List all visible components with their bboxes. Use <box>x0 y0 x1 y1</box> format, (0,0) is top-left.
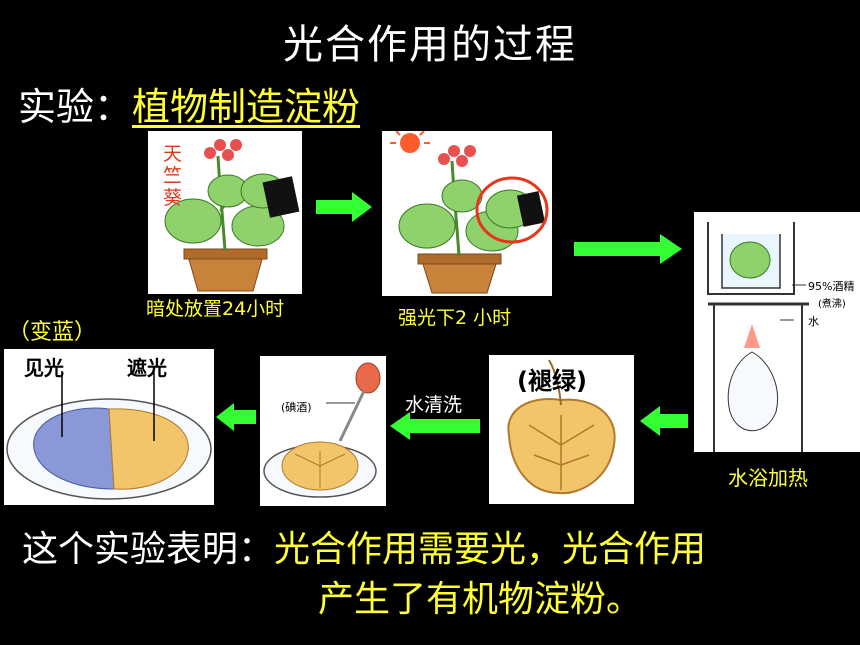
plant-name-label: 天 竺 葵 <box>163 143 182 209</box>
arrow-right-long-icon <box>574 234 682 264</box>
iodine-label: (碘酒) <box>281 401 312 414</box>
step1-caption: 暗处放置24小时 <box>146 298 285 320</box>
arrow-left-short-icon <box>216 403 256 431</box>
iodine-dropper-illustration <box>263 362 381 498</box>
panel-iodine-drop <box>260 356 386 506</box>
arrow-left-long-icon <box>390 412 480 440</box>
alcohol-label: 95%酒精 <box>808 280 855 293</box>
conclusion-text-2: 产生了有机物淀粉。 <box>318 579 643 620</box>
experiment-heading: 实验：植物制造淀粉 <box>18 76 360 131</box>
step2-caption: 强光下2 小时 <box>398 307 512 329</box>
panel-decolorized-leaf <box>489 355 634 504</box>
boil-label: (煮沸) <box>818 299 846 310</box>
panel-iodine-result <box>4 349 214 505</box>
decolorized-leaf-illustration <box>507 359 616 495</box>
conclusion-text-1: 光合作用需要光，光合作用 <box>274 529 707 570</box>
plant-label-char-2: 竺 <box>163 165 183 187</box>
shade-label: 遮光 <box>127 356 167 380</box>
panel-plant-dark <box>148 131 302 294</box>
panel-water-bath <box>694 212 860 452</box>
conclusion-prefix: 这个实验表明： <box>22 529 275 570</box>
conclusion-line-2: 产生了有机物淀粉。 <box>318 576 642 624</box>
step3-caption: 水浴加热 <box>728 466 808 490</box>
conclusion-line-1: 这个实验表明：光合作用需要光，光合作用 <box>22 526 706 574</box>
water-bath-apparatus-illustration <box>707 222 809 452</box>
experiment-topic: 植物制造淀粉 <box>132 85 361 129</box>
turn-blue-caption: （变蓝） <box>8 320 97 345</box>
geranium-plant-illustration <box>164 139 300 292</box>
step4-label: (褪绿) <box>517 367 587 395</box>
light-label: 见光 <box>24 356 64 380</box>
plant-label-char-1: 天 <box>163 143 183 165</box>
arrow-right-icon <box>316 192 372 222</box>
panel-plant-light <box>382 131 552 296</box>
geranium-sun-illustration <box>390 131 549 294</box>
experiment-prefix: 实验： <box>18 85 133 129</box>
arrow-left-icon <box>640 406 688 436</box>
starch-test-result-illustration <box>6 371 212 500</box>
rinse-caption: 水清洗 <box>405 394 463 416</box>
plant-label-char-3: 葵 <box>163 187 183 209</box>
water-label: 水 <box>808 315 819 328</box>
slide-title: 光合作用的过程 <box>283 22 577 68</box>
